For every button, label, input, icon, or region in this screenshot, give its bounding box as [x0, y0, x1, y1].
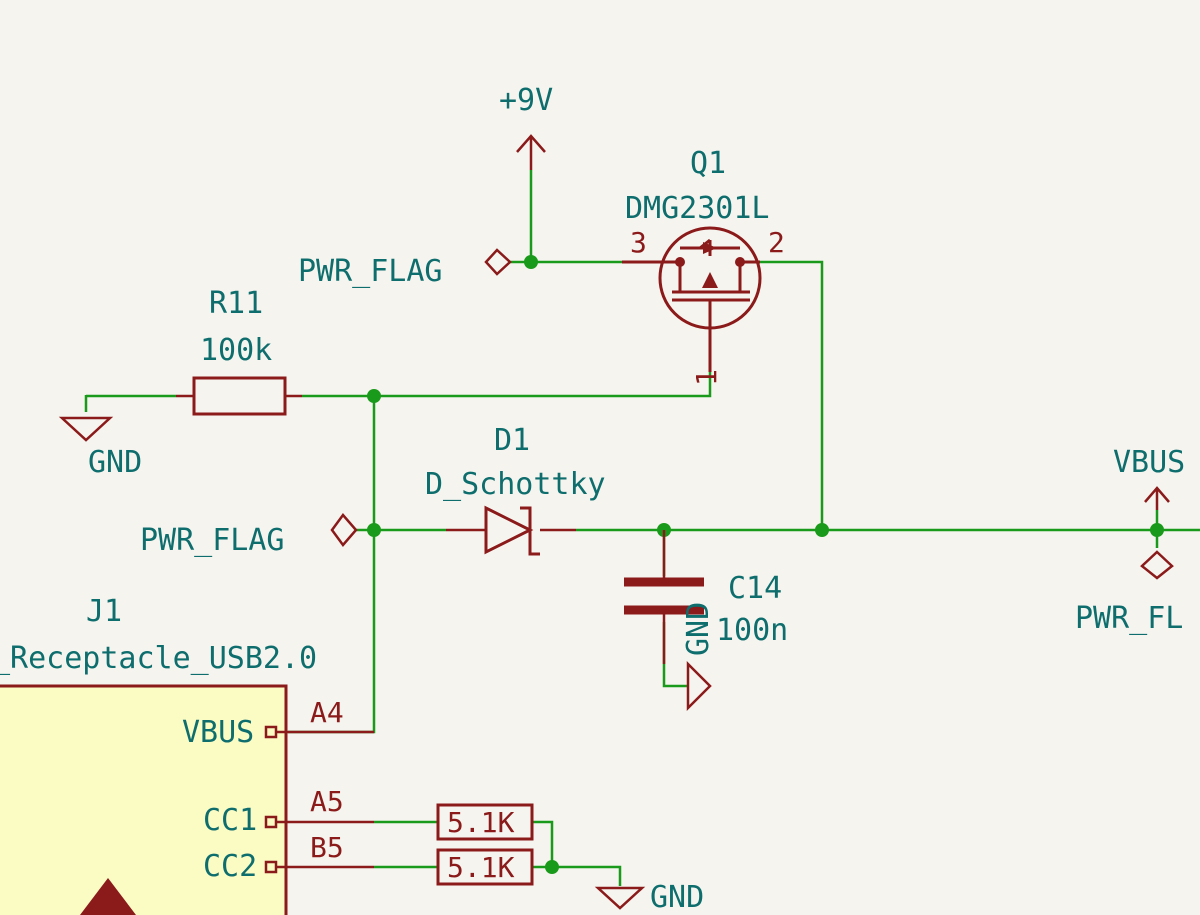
mosfet-arrow-icon [702, 272, 718, 288]
j1-pin-name-cc1: CC1 [203, 803, 257, 838]
cc2-resistor-value: 5.1K [447, 851, 515, 884]
r11-ref: R11 [209, 286, 263, 321]
cc1-resistor[interactable]: 5.1K [436, 803, 534, 841]
pwr-flag-mid[interactable]: PWR_FLAG [140, 512, 358, 558]
ground-icon [594, 886, 646, 910]
mosfet-diode-icon [703, 242, 717, 254]
arrow-up-icon [1144, 486, 1170, 510]
q1-value: DMG2301L [625, 191, 770, 226]
q1-mosfet[interactable]: Q1 DMG2301L 3 2 1 [622, 146, 785, 386]
j1-ref: J1 [86, 594, 122, 629]
diamond-flag-icon [330, 512, 358, 548]
q1-ref: Q1 [690, 146, 726, 181]
j1-pin-num-b5: B5 [310, 831, 344, 864]
gnd-left-label: GND [88, 445, 142, 480]
j1-value: _Receptacle_USB2.0 [0, 641, 317, 676]
pwr-flag-right-label: PWR_FL [1075, 601, 1183, 636]
resistor-body [192, 376, 287, 416]
power-9v-symbol[interactable]: +9V [499, 83, 553, 170]
j1-pin-name-vbus: VBUS [182, 715, 254, 750]
junction-dot [524, 255, 538, 269]
diamond-flag-icon [1140, 550, 1174, 580]
vbus-symbol-right[interactable]: VBUS PWR_FL [1075, 445, 1185, 636]
power-9v-label: +9V [499, 83, 553, 118]
junction-dot [545, 860, 559, 874]
gnd-c14-label: GND [681, 602, 716, 656]
vbus-right-label: VBUS [1113, 445, 1185, 480]
gnd-symbol-bottom[interactable]: GND [594, 880, 704, 915]
cc2-resistor[interactable]: 5.1K [436, 848, 534, 886]
connector-body [0, 684, 288, 915]
gnd-bottom-label: GND [650, 880, 704, 915]
r11-value: 100k [200, 333, 272, 368]
j1-pin-num-a5: A5 [310, 785, 344, 818]
resistor-body [436, 803, 534, 841]
pwr-flag-top[interactable]: PWR_FLAG [298, 248, 512, 289]
c14-ref: C14 [728, 571, 782, 606]
diamond-flag-icon [484, 248, 512, 276]
j1-pin-num-a4: A4 [310, 696, 344, 729]
ground-icon [58, 416, 114, 442]
q1-pin-source: 3 [630, 226, 647, 259]
schottky-diode-icon [484, 505, 540, 556]
resistor-body [436, 848, 534, 886]
j1-usb-connector[interactable]: J1 _Receptacle_USB2.0 VBUS A4 CC1 A5 CC2… [0, 594, 374, 915]
q1-pin-gate: 1 [690, 369, 723, 386]
arrow-up-icon [516, 134, 546, 170]
capacitor-plates-icon [624, 577, 704, 615]
d1-value: D_Schottky [425, 467, 606, 502]
r11-resistor[interactable]: R11 100k [176, 286, 302, 416]
c14-capacitor[interactable]: C14 100n GND [624, 530, 788, 712]
junction-dot [367, 389, 381, 403]
c14-value: 100n [716, 613, 788, 648]
junction-dot [815, 523, 829, 537]
j1-pin-name-cc2: CC2 [203, 849, 257, 884]
pwr-flag-top-label: PWR_FLAG [298, 254, 443, 289]
junction-dot [1150, 523, 1164, 537]
gnd-symbol-left[interactable]: GND [58, 416, 142, 480]
ground-icon [686, 660, 712, 712]
mosfet-node [735, 257, 745, 267]
d1-diode[interactable]: D1 D_Schottky [425, 423, 606, 556]
q1-pin-drain: 2 [768, 226, 785, 259]
d1-ref: D1 [494, 423, 530, 458]
pwr-flag-mid-label: PWR_FLAG [140, 523, 285, 558]
cc1-resistor-value: 5.1K [447, 806, 515, 839]
triangle-icon [80, 878, 136, 915]
junctions [367, 255, 1164, 874]
junction-dot [367, 523, 381, 537]
mosfet-node [675, 257, 685, 267]
